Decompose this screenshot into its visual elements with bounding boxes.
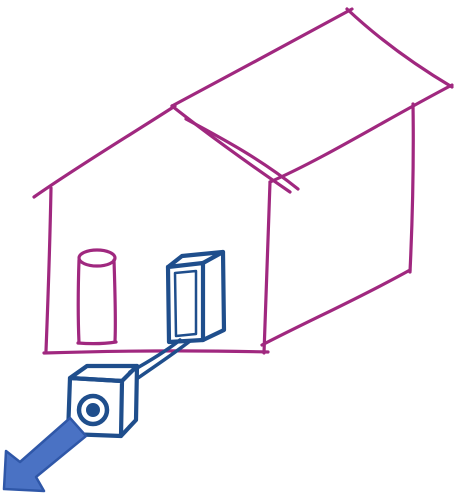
direction-arrow [4,418,86,491]
lens-core [86,403,100,417]
left-wall [46,188,51,351]
door-inner [175,271,196,336]
front-gable-left [34,106,175,197]
ground-line [44,351,268,353]
house [34,9,452,353]
window-right [114,260,115,341]
side-ground-line [262,270,410,345]
front-gable-right [172,106,290,192]
wall-device [168,252,224,342]
side-wall-corner [410,104,413,272]
window-left [78,260,79,343]
door-front [168,263,203,342]
lens [79,396,107,424]
roof-ridge [172,9,352,106]
window-top [79,250,115,266]
roof-eave [270,85,452,182]
door-side [203,252,224,340]
connection-cable [130,340,190,378]
roof-back-edge [347,9,452,87]
arrow-shape [4,418,86,491]
window-base [78,342,116,344]
front-right-wall [264,182,270,353]
